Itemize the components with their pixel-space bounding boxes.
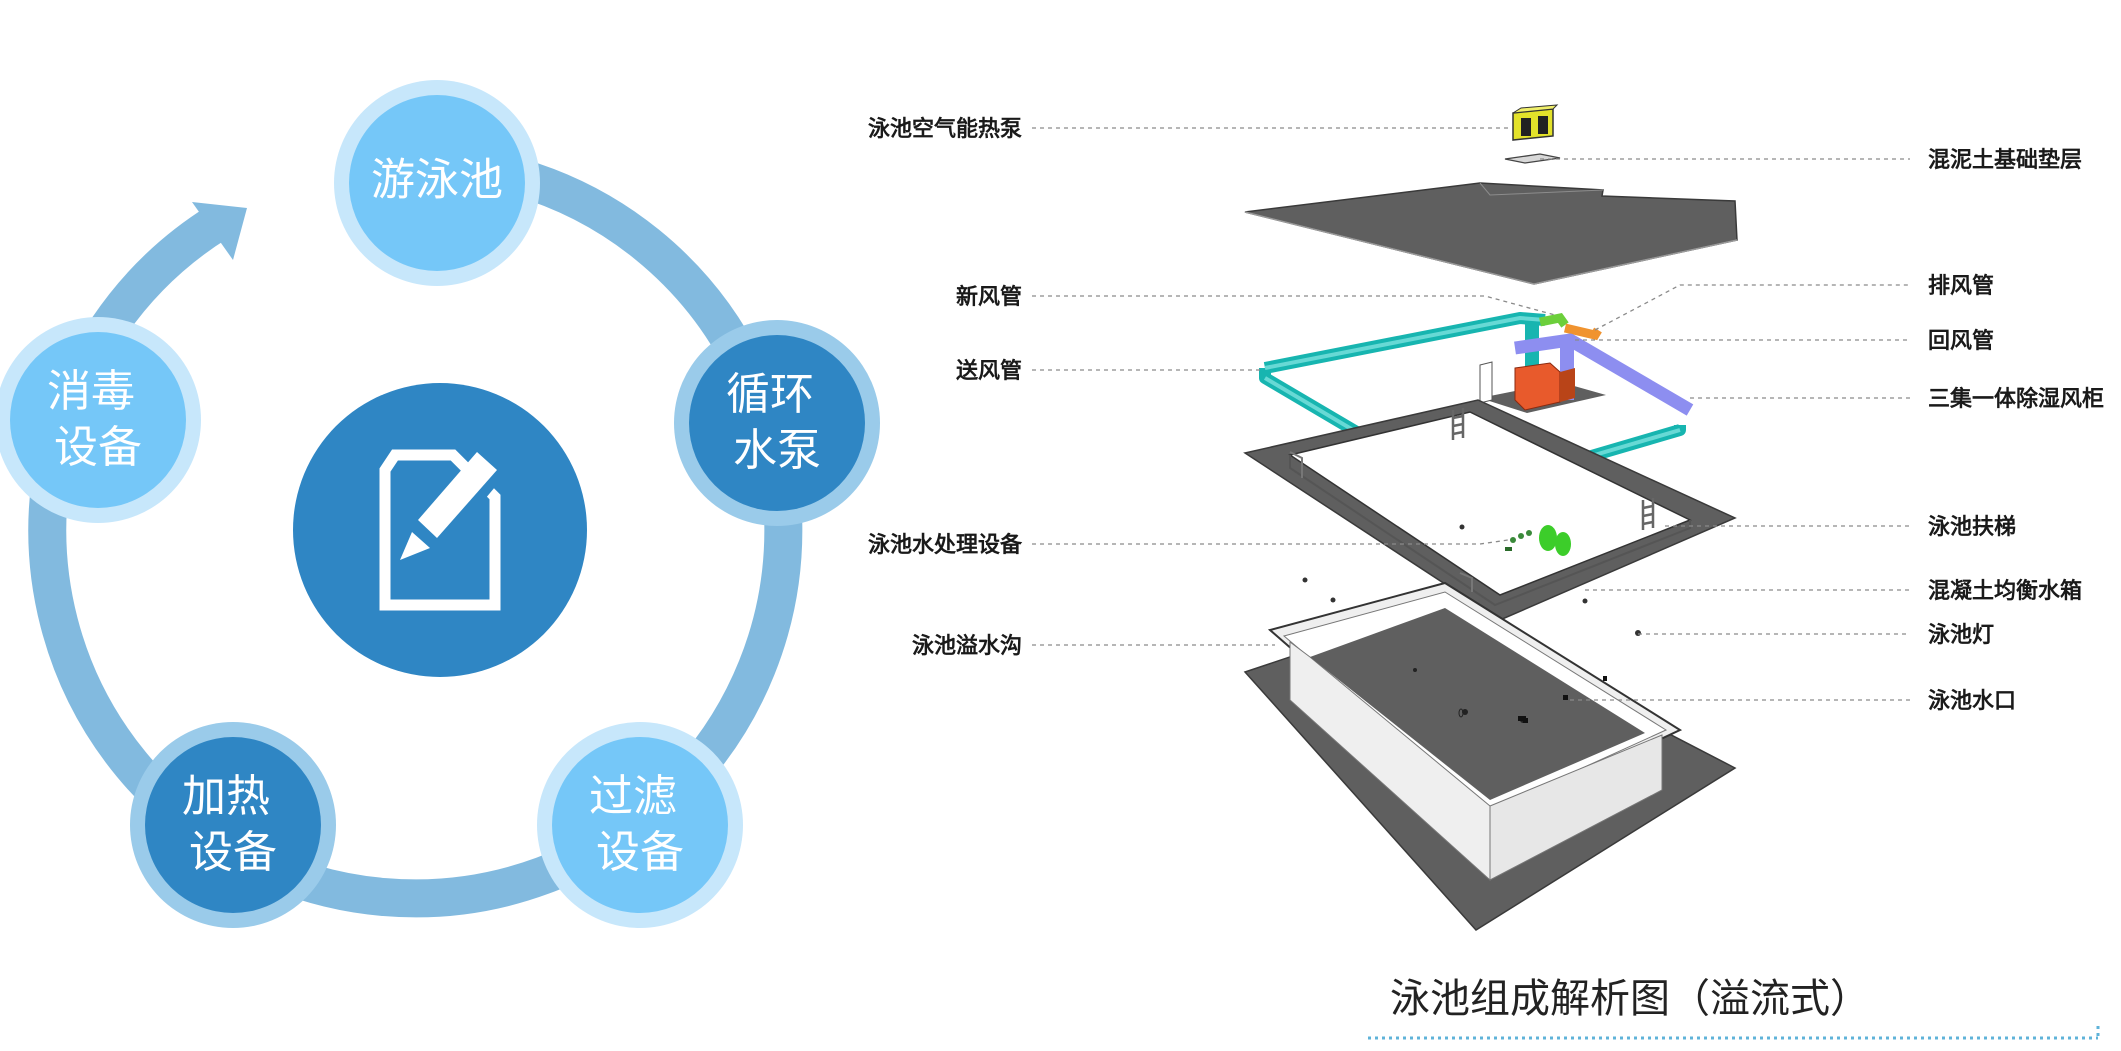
cycle-arrow-head (192, 202, 247, 260)
label-fresh-air-duct: 新风管 (956, 284, 1022, 310)
label-pool-outlet: 泳池水口 (1928, 689, 2016, 714)
pool-lights (1302, 524, 1641, 636)
label-heat-pump: 泳池空气能热泵 (868, 116, 1022, 142)
label-exhaust-duct: 排风管 (1928, 273, 1994, 299)
water-treatment-equipment (1505, 525, 1571, 556)
pool-tank (1243, 581, 1737, 931)
label-dehumidifier: 三集一体除湿风柜 (1928, 386, 2104, 412)
edit-document-icon (379, 449, 505, 611)
label-return-duct: 回风管 (1928, 328, 1994, 354)
fresh-air-duct (1539, 313, 1569, 328)
label-balance-tank: 混凝土均衡水箱 (1928, 578, 2082, 604)
cycle-node-disinfect: 消毒 设备 (0, 317, 201, 523)
cycle-node-heater: 加热 设备 (130, 722, 336, 928)
cycle-node-label: 循环 水泵 (726, 369, 828, 476)
label-pool-light: 泳池灯 (1928, 623, 1994, 648)
leader-lines (1032, 127, 1910, 701)
caption-text: 泳池组成解析图（溢流式） (1390, 976, 1870, 1022)
label-overflow-gutter: 泳池溢水沟 (912, 633, 1022, 659)
cycle-node-label: 游泳池 (371, 155, 503, 206)
cycle-node-label: 加热 设备 (182, 771, 284, 878)
return-duct (1514, 333, 1694, 416)
exhaust-duct (1563, 323, 1602, 341)
exploded-diagram: 泳池空气能热泵 新风管 送风管 泳池水处理设备 泳池溢水沟 混泥土基础垫层 排风… (868, 104, 2104, 1040)
cycle-node-label: 过滤 设备 (589, 771, 691, 878)
heat-pump-unit (1512, 104, 1559, 141)
cycle-center (293, 383, 587, 677)
hvac-layer (1259, 312, 1694, 499)
label-water-treatment: 泳池水处理设备 (868, 532, 1023, 558)
labels-left: 泳池空气能热泵 新风管 送风管 泳池水处理设备 泳池溢水沟 (868, 116, 1023, 659)
cycle-node-pool: 游泳池 (334, 80, 540, 286)
concrete-base-pad (1504, 153, 1561, 164)
dehumidifier-unit (1514, 362, 1575, 411)
cycle-node-filter: 过滤 设备 (537, 722, 743, 928)
label-pool-ladder: 泳池扶梯 (1928, 514, 2016, 540)
label-supply-air-duct: 送风管 (956, 358, 1022, 384)
pool-ladder (1289, 408, 1655, 592)
label-concrete-base: 混泥土基础垫层 (1928, 147, 2082, 173)
cycle-arrow-shaft (92, 205, 229, 339)
diagram-caption: 泳池组成解析图（溢流式） (1368, 976, 2100, 1040)
labels-right: 混泥土基础垫层 排风管 回风管 三集一体除湿风柜 泳池扶梯 混凝土均衡水箱 泳池… (1928, 147, 2104, 714)
cycle-node-pump: 循环 水泵 (674, 320, 880, 526)
cycle-node-label: 消毒 设备 (47, 366, 149, 473)
deck-slab (1243, 399, 1737, 621)
cycle-diagram: 游泳池 循环 水泵 过滤 设备 加热 设备 (0, 80, 880, 928)
roof-slab (1244, 182, 1738, 285)
